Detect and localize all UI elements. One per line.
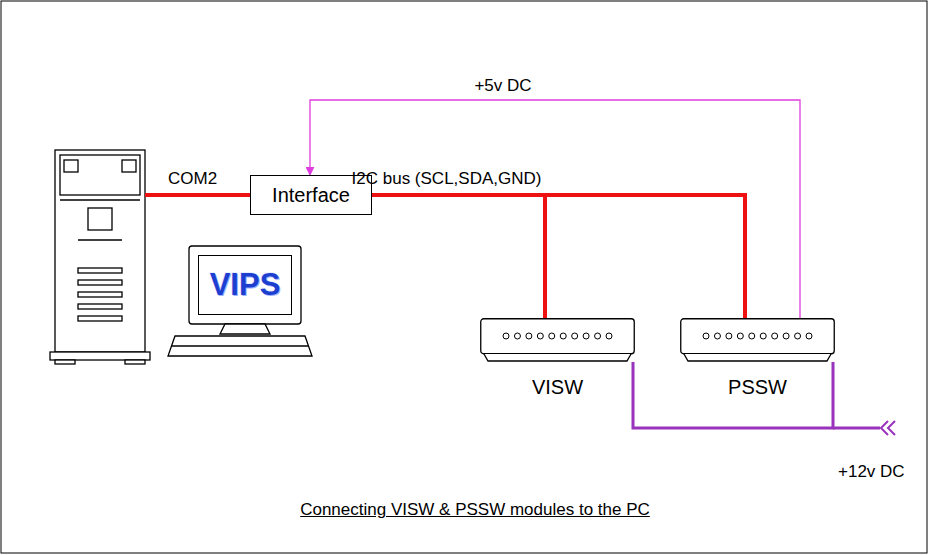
led-dot [583, 333, 589, 339]
supply-label: +12v DC [838, 462, 905, 482]
supply-terminal [881, 421, 895, 435]
led-dot [737, 333, 743, 339]
supply-terminal [888, 421, 895, 435]
led-dot [806, 333, 812, 339]
led-dot [760, 333, 766, 339]
led-dot [526, 333, 532, 339]
module-body [480, 318, 635, 362]
monitor [220, 324, 270, 334]
pc-tower [64, 160, 78, 172]
keyboard [172, 345, 308, 346]
module-base [484, 354, 631, 361]
module-name: PSSW [728, 376, 787, 399]
pc-tower [78, 268, 122, 273]
pc-tower [50, 352, 150, 360]
monitor [189, 246, 301, 324]
led-dot [549, 333, 555, 339]
led-dot [714, 333, 720, 339]
pc-tower [60, 155, 140, 195]
led-dot [795, 333, 801, 339]
pc-tower [122, 160, 136, 172]
module-case [481, 319, 635, 354]
pc-tower [88, 208, 112, 230]
caption: Connecting VISW & PSSW modules to the PC [300, 500, 650, 520]
led-dot [606, 333, 612, 339]
com2-wire [145, 193, 250, 197]
pc-tower [50, 150, 150, 364]
pc-tower [78, 316, 122, 321]
pc-tower [78, 280, 122, 285]
wire [372, 195, 745, 318]
module-case [681, 319, 835, 354]
switch-module: PSSW [680, 318, 835, 362]
led-dot [749, 333, 755, 339]
wire [633, 362, 833, 428]
pc-tower [60, 199, 140, 200]
led-dot [572, 333, 578, 339]
pc-tower [55, 150, 145, 352]
screen-logo: VIPS [210, 267, 281, 303]
monitor-screen: VIPS [198, 255, 292, 315]
keyboard [168, 336, 312, 356]
module-name: VISW [532, 376, 583, 399]
pc-tower [125, 360, 145, 364]
wire-label: +5v DC [474, 76, 531, 96]
keyboard [168, 336, 312, 356]
switch-module: VISW [480, 318, 635, 362]
pc-tower [78, 292, 122, 297]
module-base [684, 354, 831, 361]
led-dot [772, 333, 778, 339]
supply-wire [833, 427, 880, 430]
pc-tower [78, 239, 122, 240]
led-dot [726, 333, 732, 339]
module-body [680, 318, 835, 362]
led-dot [560, 333, 566, 339]
wire-label: I2C bus (SCL,SDA,GND) [352, 169, 542, 189]
led-dot [537, 333, 543, 339]
led-dot [503, 333, 509, 339]
port-label: COM2 [168, 169, 217, 189]
led-dot [514, 333, 520, 339]
box-label: Interface [272, 184, 350, 207]
wire [310, 100, 800, 318]
monitor [189, 246, 301, 334]
pc-tower [78, 304, 122, 309]
pc-tower [55, 360, 75, 364]
wire [372, 195, 545, 318]
led-dot [703, 333, 709, 339]
led-dot [783, 333, 789, 339]
led-dot [595, 333, 601, 339]
